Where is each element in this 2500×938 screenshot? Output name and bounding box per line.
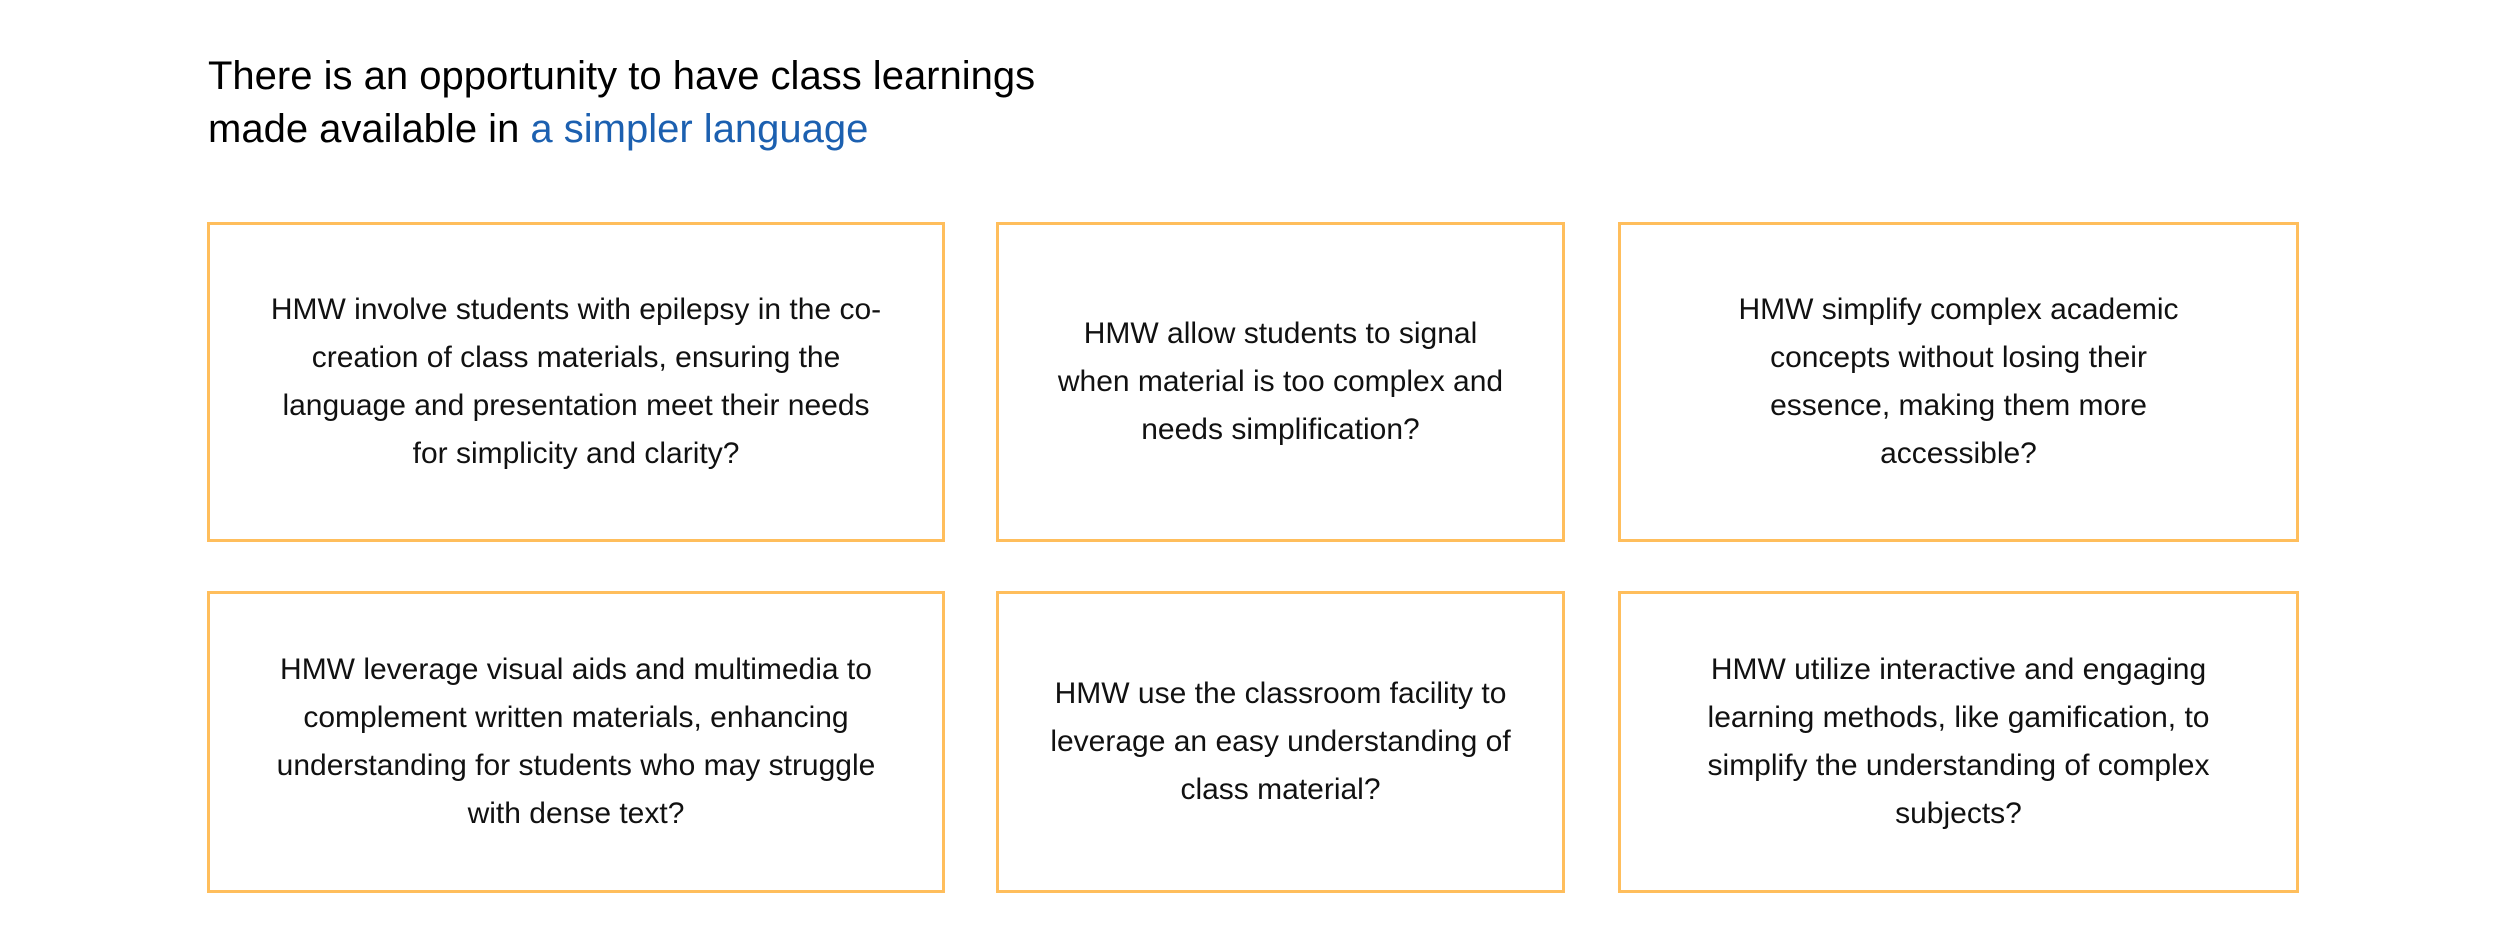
hmw-card-text: HMW involve students with epilepsy in th… — [270, 293, 882, 470]
page-title: There is an opportunity to have class le… — [208, 50, 1035, 156]
title-highlight: a simpler language — [530, 107, 869, 151]
hmw-card: HMW utilize interactive and engaging lea… — [1618, 591, 2299, 893]
hmw-card-text: HMW utilize interactive and engaging lea… — [1707, 653, 2210, 830]
title-line-1: There is an opportunity to have class le… — [208, 54, 1036, 98]
hmw-card-text: HMW allow students to signal when materi… — [1057, 317, 1504, 446]
hmw-card: HMW use the classroom facility to levera… — [996, 591, 1565, 893]
hmw-card-text: HMW use the classroom facility to levera… — [1050, 677, 1511, 806]
hmw-card-text: HMW leverage visual aids and multimedia … — [276, 653, 876, 830]
hmw-card-text: HMW simplify complex academic concepts w… — [1738, 293, 2179, 470]
hmw-card: HMW allow students to signal when materi… — [996, 222, 1565, 542]
hmw-card: HMW simplify complex academic concepts w… — [1618, 222, 2299, 542]
title-line-2: made available in a simpler language — [208, 103, 1035, 156]
hmw-card: HMW leverage visual aids and multimedia … — [207, 591, 945, 893]
title-line-2-prefix: made available in — [208, 107, 531, 151]
hmw-card: HMW involve students with epilepsy in th… — [207, 222, 945, 542]
